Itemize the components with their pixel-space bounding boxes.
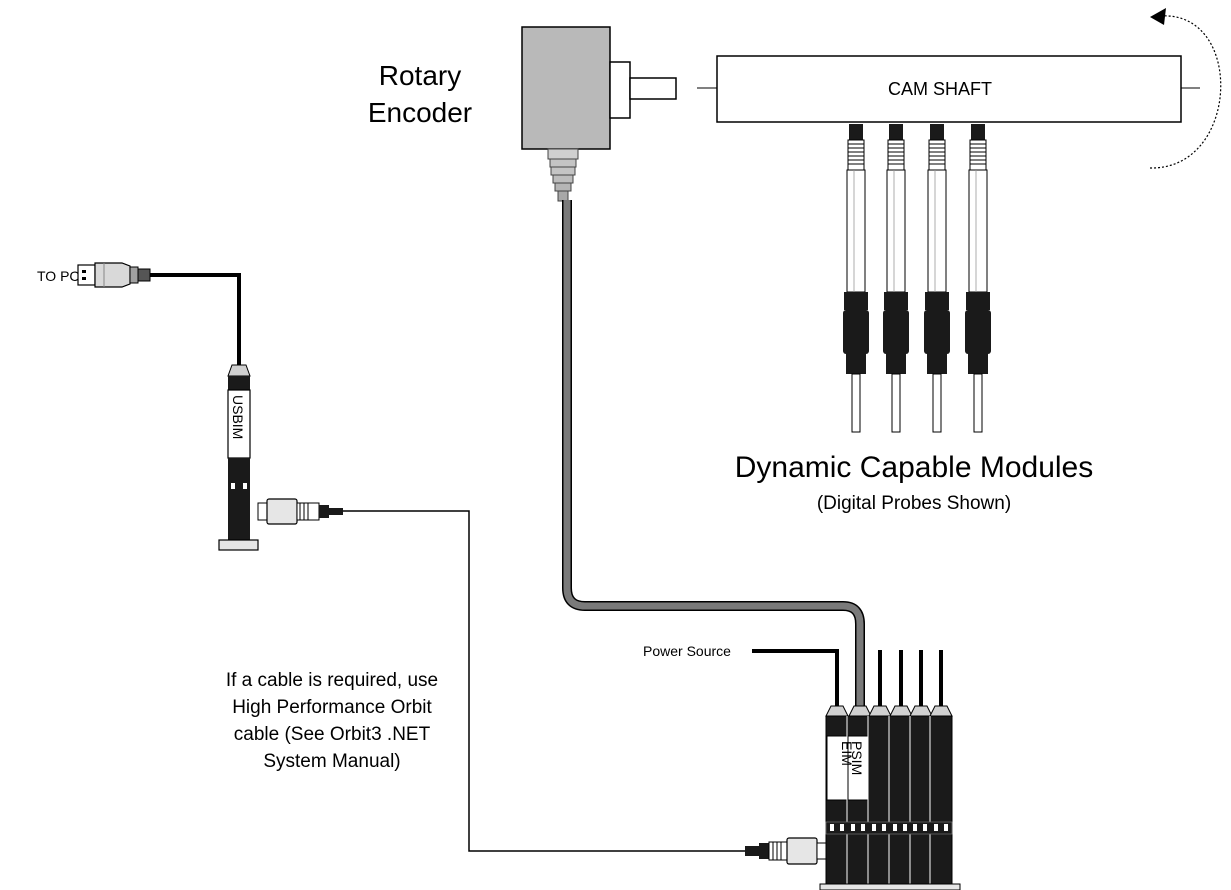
cable-note-line3: cable (See Orbit3 .NET (234, 724, 431, 745)
encoder-label-line2: Encoder (368, 97, 472, 128)
cam-shaft-body (716, 55, 1182, 123)
module-stack-base (819, 883, 961, 890)
cable-note-line1: If a cable is required, use (226, 670, 438, 691)
usb-housing-icon (94, 262, 131, 288)
usbim-module (218, 364, 259, 551)
probe-3 (924, 124, 950, 433)
probe-1 (843, 124, 869, 433)
probe-2 (883, 124, 909, 433)
stack-connector (745, 837, 827, 865)
to-pc-label: TO PC (37, 268, 80, 284)
encoder-body (521, 26, 611, 150)
encoder-strain-relief (547, 148, 579, 202)
usb-tip (77, 264, 96, 286)
cable-note-line2: High Performance Orbit (232, 697, 432, 718)
encoder-cable (563, 200, 864, 706)
power-source-label: Power Source (643, 643, 731, 659)
cam-shaft (697, 55, 1200, 123)
encoder-flange (609, 61, 631, 119)
cam-shaft-label: CAM SHAFT (888, 79, 992, 99)
encoder-shaft (629, 77, 677, 100)
modules-title: Dynamic Capable Modules (735, 451, 1094, 484)
usb-cable (150, 273, 241, 365)
usbim-connector (257, 498, 343, 525)
psim-label: PSIM (849, 741, 865, 775)
rotation-arrowhead-icon (1150, 8, 1166, 25)
encoder-label-line1: Rotary (379, 60, 461, 91)
usbim-label: USBIM (230, 395, 246, 439)
module-stack (819, 705, 961, 890)
probe-4 (965, 124, 991, 433)
eim-label: EIM (839, 741, 855, 766)
usbim-base (218, 539, 259, 551)
link-cable (343, 510, 745, 852)
cable-note-line4: System Manual) (263, 751, 400, 772)
usb-plug (77, 262, 151, 288)
power-cable (752, 649, 839, 706)
rotary-encoder (521, 26, 677, 202)
rotation-arrow (1149, 15, 1222, 169)
modules-subtitle: (Digital Probes Shown) (817, 493, 1011, 514)
